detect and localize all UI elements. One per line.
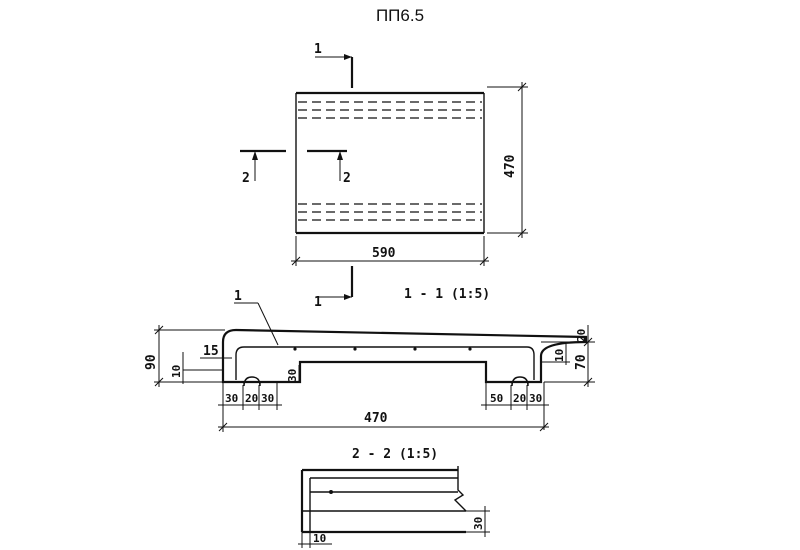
rebar-dot-1: [293, 347, 297, 351]
dim-590-tick-right: [479, 256, 489, 266]
dim-470-s-tick-right: [539, 422, 549, 432]
dim-70-tick-bottom: [583, 377, 593, 387]
dim-470-s-tick-left: [218, 422, 228, 432]
dim-590-value: 590: [372, 246, 396, 261]
section-2-2: 2 - 2 (1:5) 30 10: [298, 447, 490, 548]
lift-loop-left: [243, 376, 261, 387]
plan-view: 1 1 2 2 590 470: [240, 42, 528, 310]
dim-10-left-value: 10: [170, 365, 183, 378]
dim-30-a-value: 30: [225, 392, 238, 405]
dim-20-a-value: 20: [245, 392, 258, 405]
dim-470-s-value: 470: [364, 411, 388, 426]
dim-70-value: 70: [574, 354, 589, 370]
section-2-label: 2 - 2 (1:5): [352, 447, 438, 462]
section-1-profile: [221, 328, 588, 384]
dim-30-mid-value: 30: [286, 369, 299, 382]
dim-90-tick-bottom: [154, 377, 164, 387]
section-2-break-line: [453, 466, 467, 512]
cut-1-top-arrowhead: [344, 54, 352, 60]
dim-470-value: 470: [503, 154, 518, 178]
dim-20-right-value: 20: [575, 329, 588, 342]
dim-10-s2-value: 10: [313, 532, 326, 545]
cut-2-right-arrowhead: [337, 151, 343, 160]
dim-70-tick-top: [583, 337, 593, 347]
drawing-title: ПП6.5: [375, 6, 425, 25]
section-2-rebar-dot: [329, 490, 333, 494]
rebar-dot-3: [413, 347, 417, 351]
cut-2-left-arrowhead: [252, 151, 258, 160]
section-1-1: 1 - 1 (1:5) 1 90 10 15 30: [144, 287, 595, 432]
dim-590-tick-left: [291, 256, 301, 266]
dim-50-value: 50: [490, 392, 503, 405]
dim-20-b-value: 20: [513, 392, 526, 405]
cut-1-bottom-label: 1: [314, 295, 322, 310]
cut-2-right-label: 2: [343, 171, 351, 186]
dim-30-c-value: 30: [529, 392, 542, 405]
dim-90-tick-top: [154, 325, 164, 335]
cut-1-bottom-arrowhead: [344, 294, 352, 300]
section-1-rebar: [235, 346, 535, 380]
dim-10-right-value: 10: [553, 349, 566, 362]
leader-1-label: 1: [234, 289, 242, 304]
dim-15-value: 15: [203, 344, 219, 359]
dim-30-b-value: 30: [261, 392, 274, 405]
dim-90-value: 90: [144, 354, 159, 370]
leader-1-line: [257, 302, 279, 346]
cut-1-top-label: 1: [314, 42, 322, 57]
cut-2-left-label: 2: [242, 171, 250, 186]
rebar-dot-4: [468, 347, 472, 351]
dim-470-tick-top: [517, 82, 527, 92]
rebar-dot-2: [353, 347, 357, 351]
dim-30-s2-value: 30: [472, 517, 485, 530]
dim-470-tick-bottom: [517, 228, 527, 238]
section-1-label: 1 - 1 (1:5): [404, 287, 490, 302]
lift-loop-right: [511, 376, 529, 387]
